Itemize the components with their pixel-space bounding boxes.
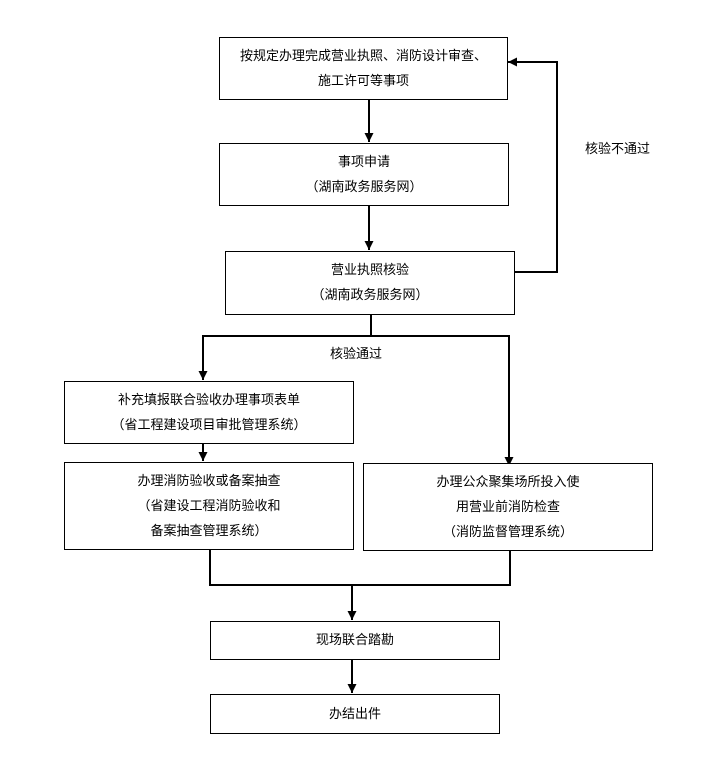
node-fire-acceptance-line3: 备案抽查管理系统） (150, 523, 268, 539)
node-prerequisite-line1: 按规定办理完成营业执照、消防设计审查、 (239, 48, 487, 64)
node-application: 事项申请 （湖南政务服务网） (219, 143, 509, 206)
node-license-check-line1: 营业执照核验 (330, 263, 409, 278)
node-pre-opening-inspection-line1: 办理公众聚集场所投入使 (436, 474, 580, 490)
arrow-pass-to-pre-opening-inspection (371, 335, 514, 466)
node-supplement-form-line1: 补充填报联合验收办理事项表单 (117, 392, 300, 408)
node-license-check: 营业执照核验 （湖南政务服务网） (225, 251, 515, 315)
node-license-check-line2: （湖南政务服务网） (311, 288, 429, 303)
edge-label-verify-fail: 核验不通过 (585, 142, 651, 157)
node-completion-line1: 办结出件 (328, 706, 381, 722)
arrow-pass-to-supplement-form (198, 335, 371, 380)
node-site-survey: 现场联合踏勘 (210, 621, 500, 660)
connector-merge-bracket (209, 550, 511, 586)
node-prerequisite-line2: 施工许可等事项 (317, 73, 409, 89)
node-application-line1: 事项申请 (337, 154, 390, 170)
node-prerequisite: 按规定办理完成营业执照、消防设计审查、 施工许可等事项 (219, 37, 508, 100)
node-fire-acceptance-line2: （省建设工程消防验收和 (137, 498, 281, 514)
node-supplement-form: 补充填报联合验收办理事项表单 （省工程建设项目审批管理系统） (64, 381, 354, 444)
node-supplement-form-line2: （省工程建设项目审批管理系统） (111, 417, 307, 433)
node-pre-opening-inspection-line2: 用营业前消防检查 (455, 499, 560, 515)
node-fire-acceptance-line1: 办理消防验收或备案抽查 (137, 473, 281, 489)
arrow-verify-fail-loop (508, 57, 558, 273)
node-site-survey-line1: 现场联合踏勘 (315, 633, 394, 648)
node-completion: 办结出件 (210, 694, 500, 734)
node-fire-acceptance: 办理消防验收或备案抽查 （省建设工程消防验收和 备案抽查管理系统） (64, 462, 354, 550)
node-pre-opening-inspection-line3: （消防监督管理系统） (442, 524, 573, 540)
edge-label-verify-pass: 核验通过 (330, 347, 383, 362)
node-application-line2: （湖南政务服务网） (305, 179, 423, 195)
node-pre-opening-inspection: 办理公众聚集场所投入使 用营业前消防检查 （消防监督管理系统） (363, 463, 653, 551)
